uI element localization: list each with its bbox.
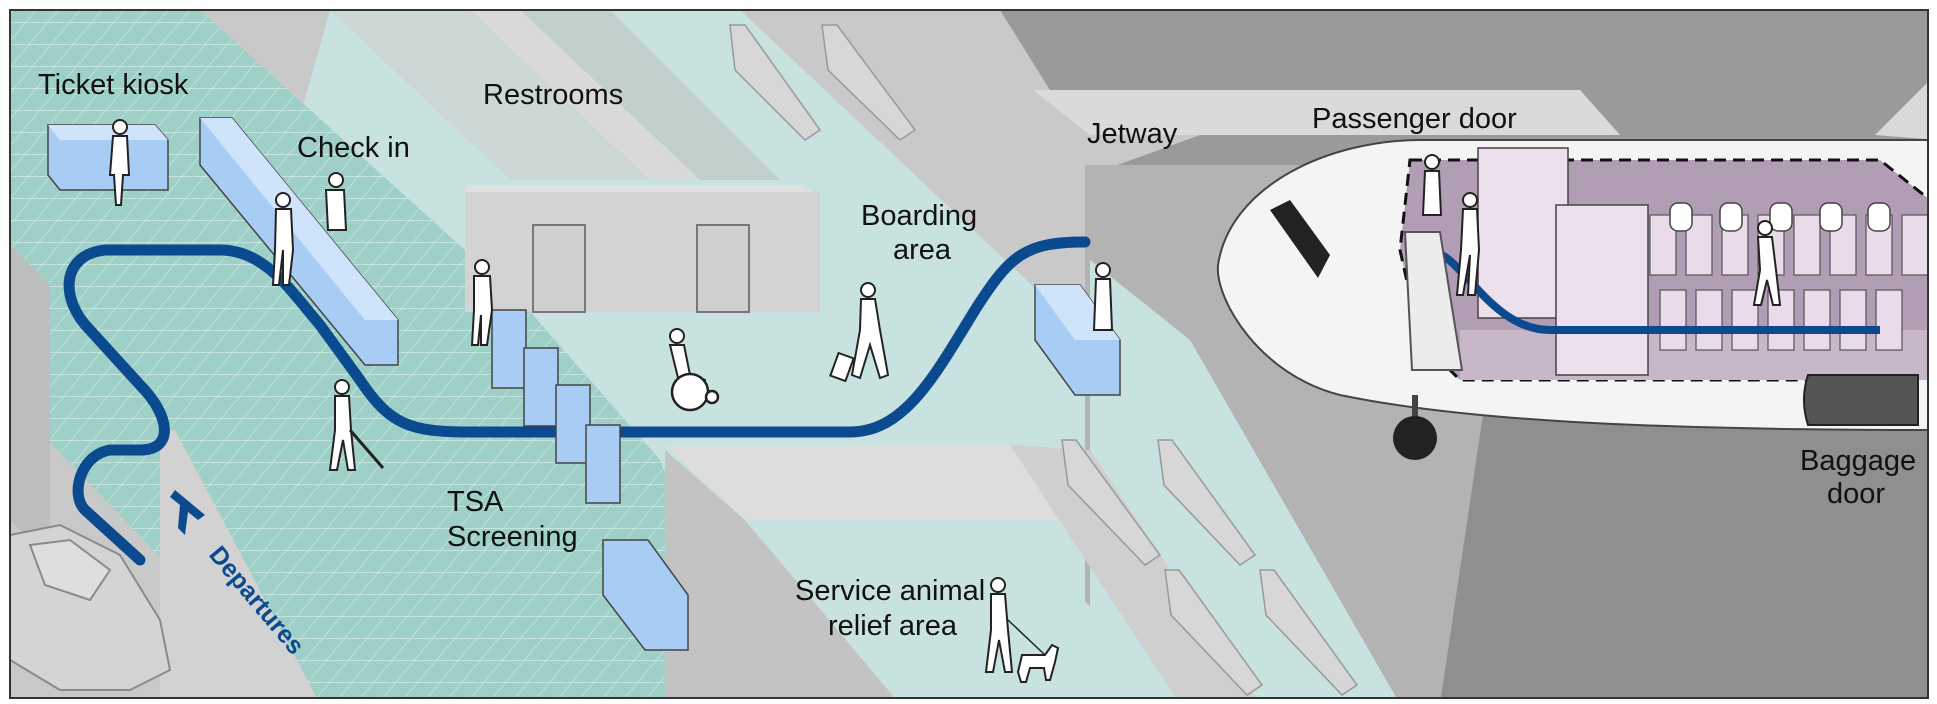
label-tsa-line1: TSA <box>447 486 504 518</box>
label-service-animal-line2: relief area <box>828 610 958 642</box>
label-boarding-area-line2: area <box>893 234 952 266</box>
ticket-kiosk <box>48 125 168 190</box>
label-ticket-kiosk: Ticket kiosk <box>38 69 189 101</box>
label-baggage-line2: door <box>1827 478 1885 510</box>
label-check-in: Check in <box>297 132 410 164</box>
restroom-door-2 <box>697 225 749 312</box>
label-service-animal-line1: Service animal <box>795 575 985 607</box>
landing-gear-wheel <box>1393 416 1437 460</box>
curb <box>10 245 50 560</box>
airplane-galley-1 <box>1478 148 1568 318</box>
baggage-door <box>1804 375 1918 425</box>
label-baggage-line1: Baggage <box>1800 445 1916 477</box>
restroom-door-1 <box>533 225 585 312</box>
person-gate-agent <box>1094 263 1112 330</box>
restroom-block <box>465 192 820 312</box>
label-jetway: Jetway <box>1087 118 1178 150</box>
airplane-galley-2 <box>1556 205 1648 375</box>
label-boarding-area-line1: Boarding <box>861 200 977 232</box>
label-tsa-line2: Screening <box>447 521 578 553</box>
person-cabin-1 <box>1423 155 1441 215</box>
person-check-in-agent <box>326 173 346 230</box>
label-passenger-door: Passenger door <box>1312 103 1517 135</box>
label-restrooms: Restrooms <box>483 79 623 111</box>
